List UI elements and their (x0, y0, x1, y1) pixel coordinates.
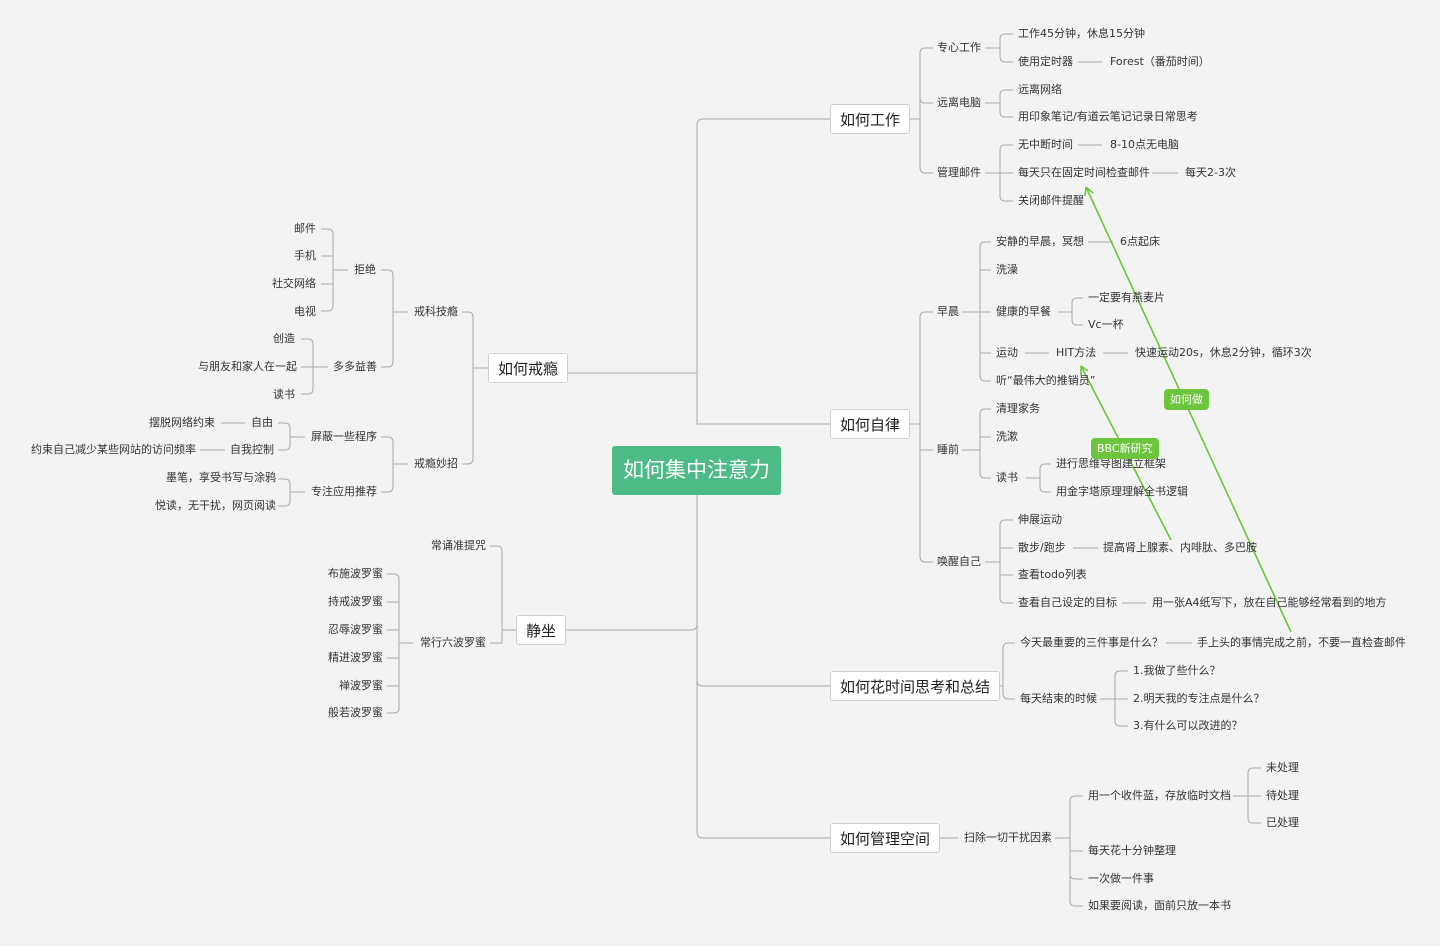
shield-1[interactable]: 自由 (251, 416, 273, 429)
benefit-1[interactable]: 创造 (273, 332, 295, 345)
morning-1-1[interactable]: 6点起床 (1120, 235, 1160, 248)
central-topic[interactable]: 如何集中注意力 (612, 446, 781, 495)
work-mail[interactable]: 管理邮件 (937, 166, 981, 179)
work-focus-2[interactable]: 使用定时器 (1018, 55, 1073, 68)
reflect-2[interactable]: 每天结束的时候 (1020, 692, 1097, 705)
work-mail-1[interactable]: 无中断时间 (1018, 138, 1073, 151)
meditate-six[interactable]: 常行六波罗蜜 (420, 636, 486, 649)
refuse-2[interactable]: 手机 (294, 249, 316, 262)
branch-reflect[interactable]: 如何花时间思考和总结 (830, 671, 1001, 701)
wake-4[interactable]: 查看自己设定的目标 (1018, 596, 1117, 609)
space-1-4[interactable]: 如果要阅读，面前只放一本书 (1088, 899, 1231, 912)
meditate-chant[interactable]: 常诵准提咒 (431, 539, 486, 552)
relation-label-bbc[interactable]: BBC新研究 (1091, 438, 1159, 459)
work-focus-2-1[interactable]: Forest（番茄时间） (1110, 55, 1210, 68)
quit-trick[interactable]: 戒瘾妙招 (414, 457, 458, 470)
branch-self-discipline[interactable]: 如何自律 (830, 409, 911, 439)
discipline-night[interactable]: 睡前 (937, 443, 959, 456)
work-mail-1-1[interactable]: 8-10点无电脑 (1110, 138, 1179, 151)
space-1-1-3[interactable]: 已处理 (1266, 816, 1299, 829)
paramita-6[interactable]: 般若波罗蜜 (328, 706, 383, 719)
work-mail-2[interactable]: 每天只在固定时间检查邮件 (1018, 166, 1150, 179)
trick-shield[interactable]: 屏蔽一些程序 (311, 430, 377, 443)
paramita-3[interactable]: 忍辱波罗蜜 (328, 623, 383, 636)
reflect-1-1[interactable]: 手上头的事情完成之前，不要一直检查邮件 (1197, 636, 1406, 649)
night-1[interactable]: 清理家务 (996, 402, 1040, 415)
morning-1[interactable]: 安静的早晨，冥想 (996, 235, 1084, 248)
night-3-2[interactable]: 用金字塔原理理解全书逻辑 (1056, 485, 1188, 498)
paramita-1[interactable]: 布施波罗蜜 (328, 567, 383, 580)
morning-3-1[interactable]: 一定要有燕麦片 (1088, 291, 1165, 304)
refuse-4[interactable]: 电视 (294, 305, 316, 318)
work-focus-1[interactable]: 工作45分钟，休息15分钟 (1018, 27, 1145, 40)
branch-how-to-work[interactable]: 如何工作 (830, 104, 911, 134)
morning-4-1[interactable]: HIT方法 (1056, 346, 1097, 359)
shield-2-1[interactable]: 约束自己减少某些网站的访问频率 (31, 443, 196, 456)
work-focus[interactable]: 专心工作 (937, 41, 981, 54)
morning-4[interactable]: 运动 (996, 346, 1018, 359)
wake-4-1[interactable]: 用一张A4纸写下，放在自己能够经常看到的地方 (1152, 596, 1387, 609)
refuse-1[interactable]: 邮件 (294, 222, 316, 235)
refuse-3[interactable]: 社交网络 (272, 277, 316, 290)
space-1-2[interactable]: 每天花十分钟整理 (1088, 844, 1176, 857)
wake-2-1[interactable]: 提高肾上腺素、内啡肽、多巴胺 (1103, 541, 1257, 554)
branch-meditate[interactable]: 静坐 (516, 615, 567, 645)
wake-1[interactable]: 伸展运动 (1018, 513, 1062, 526)
paramita-2[interactable]: 持戒波罗蜜 (328, 595, 383, 608)
work-away-2[interactable]: 用印象笔记/有道云笔记记录日常思考 (1018, 110, 1198, 123)
work-mail-3[interactable]: 关闭邮件提醒 (1018, 194, 1084, 207)
morning-3-2[interactable]: Vc一杯 (1088, 318, 1124, 331)
reflect-2-2[interactable]: 2.明天我的专注点是什么？ (1133, 692, 1265, 705)
work-away-1[interactable]: 远离网络 (1018, 83, 1062, 96)
branch-manage-space[interactable]: 如何管理空间 (830, 823, 941, 853)
benefit-3[interactable]: 读书 (273, 388, 295, 401)
morning-3[interactable]: 健康的早餐 (996, 305, 1051, 318)
space-1-3[interactable]: 一次做一件事 (1088, 872, 1154, 885)
night-3[interactable]: 读书 (996, 471, 1018, 484)
apps-1[interactable]: 墨笔，享受书写与涂鸦 (166, 471, 276, 484)
space-1-1[interactable]: 用一个收件蓝，存放临时文档 (1088, 789, 1231, 802)
discipline-morning[interactable]: 早晨 (937, 305, 959, 318)
quit-benefit[interactable]: 多多益善 (333, 360, 377, 373)
space-1[interactable]: 扫除一切干扰因素 (964, 831, 1052, 844)
morning-5[interactable]: 听“最伟大的推销员” (996, 374, 1096, 387)
night-2[interactable]: 洗漱 (996, 430, 1018, 443)
work-mail-2-1[interactable]: 每天2-3次 (1185, 166, 1236, 179)
space-1-1-2[interactable]: 待处理 (1266, 789, 1299, 802)
quit-tech[interactable]: 戒科技瘾 (414, 305, 458, 318)
benefit-2[interactable]: 与朋友和家人在一起 (198, 360, 297, 373)
reflect-2-3[interactable]: 3.有什么可以改进的？ (1133, 719, 1243, 732)
shield-2[interactable]: 自我控制 (230, 443, 274, 456)
paramita-5[interactable]: 禅波罗蜜 (339, 679, 383, 692)
trick-apps[interactable]: 专注应用推荐 (311, 485, 377, 498)
morning-2[interactable]: 洗澡 (996, 263, 1018, 276)
work-away[interactable]: 远离电脑 (937, 96, 981, 109)
branch-quit-addiction[interactable]: 如何戒瘾 (488, 353, 569, 383)
morning-4-1-1[interactable]: 快速运动20s，休息2分钟，循环3次 (1135, 346, 1312, 359)
wake-3[interactable]: 查看todo列表 (1018, 568, 1087, 581)
discipline-wake[interactable]: 唤醒自己 (937, 555, 981, 568)
reflect-1[interactable]: 今天最重要的三件事是什么？ (1020, 636, 1163, 649)
wake-2[interactable]: 散步/跑步 (1018, 541, 1066, 554)
shield-1-1[interactable]: 摆脱网络约束 (149, 416, 215, 429)
reflect-2-1[interactable]: 1.我做了些什么？ (1133, 664, 1221, 677)
paramita-4[interactable]: 精进波罗蜜 (328, 651, 383, 664)
apps-2[interactable]: 悦读，无干扰，网页阅读 (155, 499, 276, 512)
space-1-1-1[interactable]: 未处理 (1266, 761, 1299, 774)
relation-label-how[interactable]: 如何做 (1164, 389, 1209, 410)
night-3-1[interactable]: 进行思维导图建立框架 (1056, 457, 1166, 470)
quit-refuse[interactable]: 拒绝 (354, 263, 376, 276)
